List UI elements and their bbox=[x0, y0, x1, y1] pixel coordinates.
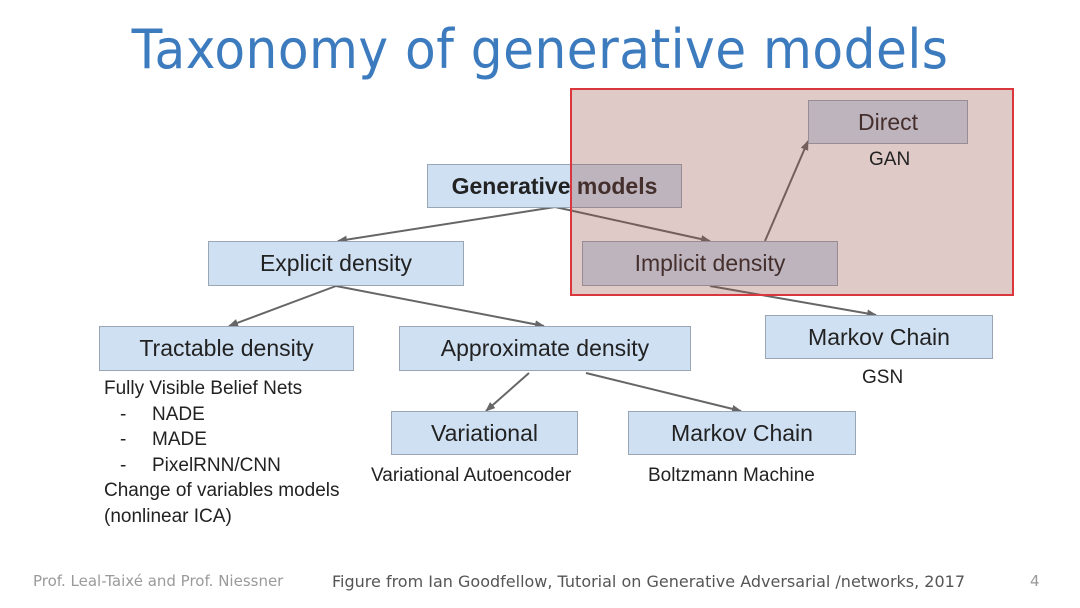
edge-explicit-approximate bbox=[335, 285, 545, 329]
list-item: - MADE bbox=[104, 427, 340, 453]
node-variational: Variational bbox=[391, 411, 578, 455]
list-item-pixelrnn: PixelRNN/CNN bbox=[152, 454, 281, 476]
list-item-nade: NADE bbox=[152, 403, 205, 425]
edge-approx-markov bbox=[585, 372, 742, 413]
slide-title: Taxonomy of generative models bbox=[131, 18, 949, 81]
label-boltzmann-machine: Boltzmann Machine bbox=[648, 465, 815, 486]
node-markov-chain-approx: Markov Chain bbox=[628, 411, 856, 455]
list-item-nonlinear-ica: (nonlinear ICA) bbox=[104, 505, 232, 527]
edge-implicit-direct bbox=[764, 140, 809, 242]
list-dash: - bbox=[120, 403, 127, 425]
list-item: - NADE bbox=[104, 402, 340, 428]
node-markov-chain-implicit: Markov Chain bbox=[765, 315, 993, 359]
node-direct: Direct bbox=[808, 100, 968, 144]
page-number: 4 bbox=[1030, 572, 1040, 590]
node-explicit-density: Explicit density bbox=[208, 241, 464, 286]
list-dash: - bbox=[120, 429, 127, 450]
list-item-change-vars: Change of variables models bbox=[104, 480, 340, 501]
node-generative-models: Generative models bbox=[427, 164, 682, 208]
edge-root-implicit bbox=[554, 206, 711, 243]
tractable-examples: Fully Visible Belief Nets - NADE - MADE - P… bbox=[104, 376, 340, 529]
label-variational-autoencoder: Variational Autoencoder bbox=[371, 465, 572, 486]
edge-implicit-markov bbox=[709, 285, 877, 318]
edge-approx-variational bbox=[485, 372, 530, 412]
edge-root-explicit bbox=[337, 206, 556, 244]
footer-authors: Prof. Leal-Taixé and Prof. Niessner bbox=[33, 572, 284, 590]
footer-citation: Figure from Ian Goodfellow, Tutorial on … bbox=[332, 572, 966, 591]
edge-explicit-tractable bbox=[228, 285, 337, 327]
list-item-fvbn: Fully Visible Belief Nets bbox=[104, 378, 303, 399]
node-implicit-density: Implicit density bbox=[582, 241, 838, 286]
list-dash: - bbox=[120, 454, 127, 476]
label-gsn: GSN bbox=[862, 367, 904, 388]
label-gan: GAN bbox=[869, 149, 911, 170]
list-item-made: MADE bbox=[152, 429, 207, 450]
implicit-highlight-region bbox=[570, 88, 1014, 296]
node-tractable-density: Tractable density bbox=[99, 326, 354, 371]
list-item: - PixelRNN/CNN bbox=[104, 453, 340, 479]
node-approximate-density: Approximate density bbox=[399, 326, 691, 371]
